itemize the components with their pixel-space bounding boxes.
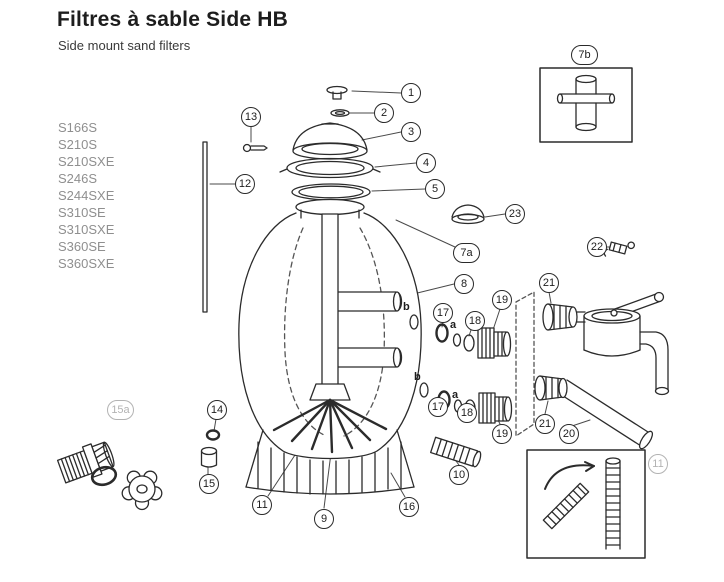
part-clamp-ring	[279, 157, 381, 179]
bulkhead-fitting-top	[409, 314, 512, 359]
inset-box-11	[526, 449, 646, 559]
letter-a-bottom: a	[452, 389, 459, 401]
model-item: S360SE	[58, 239, 106, 254]
callout-2: 2	[374, 103, 394, 123]
callout-11-inset: 11	[648, 454, 668, 474]
bulkhead-fitting-bottom	[419, 382, 513, 424]
part-large-oring	[90, 465, 118, 487]
model-item: S310SXE	[58, 222, 115, 237]
callout-15: 15	[199, 474, 219, 494]
callout-11: 11	[252, 495, 272, 515]
inset-box-7b	[539, 67, 633, 143]
letter-b-bottom: b	[414, 371, 421, 383]
part-drain-knob	[121, 470, 163, 511]
part-dome-lid	[292, 122, 368, 160]
part-hose-adapter	[56, 441, 115, 484]
callout-4: 4	[416, 153, 436, 173]
callout-20: 20	[559, 424, 579, 444]
callout-22: 22	[587, 237, 607, 257]
part-tank-gasket	[291, 183, 371, 201]
internal-piping	[321, 213, 403, 387]
part-vent-cap	[451, 204, 485, 225]
model-item: S246S	[58, 171, 98, 186]
filter-base	[245, 429, 415, 495]
callout-16: 16	[399, 497, 419, 517]
callout-3: 3	[401, 122, 421, 142]
part-small-oring	[330, 109, 350, 117]
callout-18-top: 18	[465, 311, 485, 331]
callout-7b: 7b	[571, 45, 598, 65]
callout-1: 1	[401, 83, 421, 103]
page-title: Filtres à sable Side HB	[57, 8, 289, 31]
page-subtitle: Side mount sand filters	[58, 38, 191, 53]
callout-21-top: 21	[539, 273, 559, 293]
letter-b-top: b	[403, 301, 410, 313]
part-ribbed-nipple	[430, 436, 482, 468]
model-item: S310SE	[58, 205, 106, 220]
callout-19-top: 19	[492, 290, 512, 310]
callout-8: 8	[454, 274, 474, 294]
callout-7a: 7a	[453, 243, 480, 263]
callout-9: 9	[314, 509, 334, 529]
callout-5: 5	[425, 179, 445, 199]
callout-17-top: 17	[433, 303, 453, 323]
part-top-cap	[326, 85, 348, 100]
part-drain-plug	[200, 446, 218, 468]
dashed-connector	[515, 291, 535, 437]
callout-19-bottom: 19	[492, 424, 512, 444]
model-item: S244SXE	[58, 188, 115, 203]
letter-a-top: a	[450, 319, 457, 331]
model-item: S166S	[58, 120, 98, 135]
part-clamp	[603, 241, 635, 257]
callout-12: 12	[235, 174, 255, 194]
callout-14: 14	[207, 400, 227, 420]
union-nut-top	[542, 303, 586, 331]
callout-15a: 15a	[107, 400, 134, 420]
model-item: S210S	[58, 137, 98, 152]
part-drain-oring	[205, 429, 221, 441]
lateral-assembly	[272, 383, 388, 454]
model-item: S360SXE	[58, 256, 115, 271]
union-nut-bottom	[534, 375, 568, 401]
model-list: S166S S210S S210SXE S246S S244SXE S310SE…	[58, 119, 114, 272]
multiport-valve	[559, 291, 670, 450]
callout-23: 23	[505, 204, 525, 224]
callout-17-bottom: 17	[428, 397, 448, 417]
callout-18-bottom: 18	[457, 403, 477, 423]
callout-21-bottom: 21	[535, 414, 555, 434]
part-standpipe-rod	[202, 141, 208, 313]
callout-10: 10	[449, 465, 469, 485]
callout-13: 13	[241, 107, 261, 127]
model-item: S210SXE	[58, 154, 115, 169]
part-screw	[242, 143, 268, 153]
